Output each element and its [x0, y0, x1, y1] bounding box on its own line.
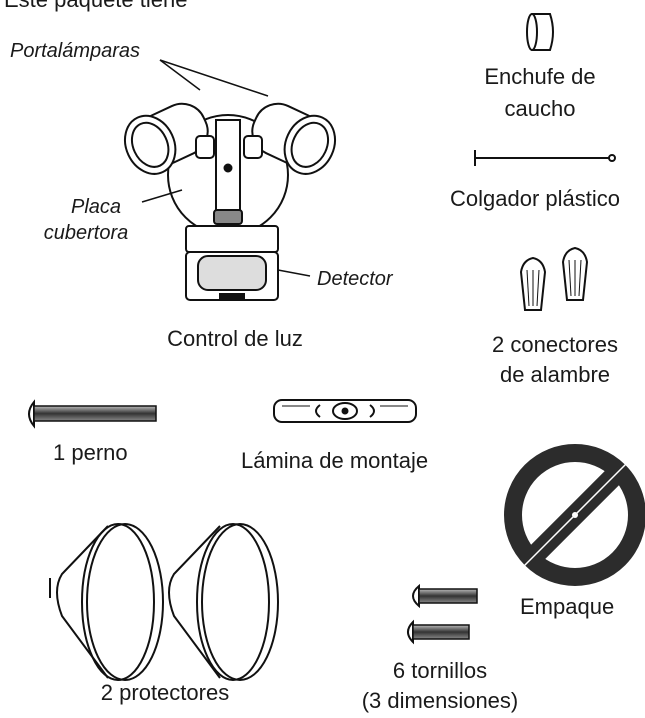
label-lamina: Lámina de montaje — [241, 448, 429, 473]
label-conectores-2: de alambre — [499, 362, 611, 387]
label-detector: Detector — [317, 268, 393, 290]
protectors-illustration — [49, 523, 279, 681]
label-colgador: Colgador plástico — [450, 186, 620, 211]
label-perno: 1 perno — [53, 440, 128, 465]
label-empaque: Empaque — [520, 594, 615, 619]
label-enchufe-1: Enchufe de — [484, 64, 596, 89]
label-control-de-luz: Control de luz — [167, 326, 303, 351]
bolt-illustration — [28, 399, 157, 429]
screws-illustration — [407, 583, 478, 645]
wire-connectors-illustration — [519, 246, 589, 311]
light-control-illustration — [124, 59, 336, 301]
gasket-illustration — [504, 444, 645, 586]
label-tornillos-1: 6 tornillos — [392, 658, 488, 683]
label-conectores-1: 2 conectores — [492, 332, 618, 357]
label-enchufe-2: caucho — [504, 96, 576, 121]
label-protectores: 2 protectores — [100, 680, 230, 705]
mounting-strap-illustration — [273, 399, 417, 423]
label-portalamparas: Portalámparas — [10, 40, 141, 62]
header-fragment: Este paquete tiene — [4, 0, 187, 13]
label-placa-cubertora-2: cubertora — [43, 222, 129, 244]
label-placa-cubertora-1: Placa — [70, 196, 122, 218]
rubber-plug-illustration — [526, 13, 554, 51]
plastic-hanger-illustration — [474, 150, 616, 166]
label-tornillos-2: (3 dimensiones) — [361, 688, 519, 713]
